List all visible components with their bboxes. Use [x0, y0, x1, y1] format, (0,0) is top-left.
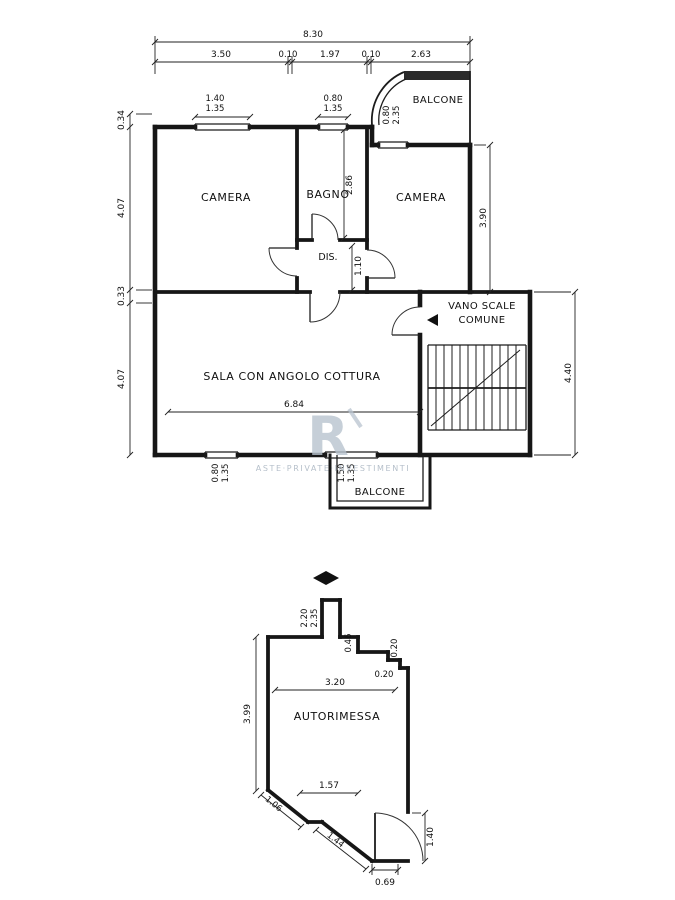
watermark: R ASTE·PRIVATE·INVESTIMENTI — [256, 405, 410, 473]
dim-garage-slant-right: 1.44 — [325, 831, 346, 851]
entry-arrow-icon — [427, 314, 438, 326]
dim-seg-3: 1.97 — [320, 50, 340, 60]
dim-dis-width: 1.10 — [354, 256, 364, 276]
dim-left-2: 4.07 — [117, 198, 127, 218]
dim-garage-top-a: 2.20 — [300, 609, 310, 628]
room-label-vano-scale-1: VANO SCALE — [448, 301, 516, 312]
stairs — [427, 344, 527, 431]
dim-door-bottom-a: 1.50 — [337, 464, 347, 483]
room-label-camera-right: CAMERA — [396, 191, 446, 204]
dim-seg-1: 3.50 — [211, 50, 231, 60]
watermark-logo-accent — [347, 407, 363, 429]
dim-door-bottom-b: 1.35 — [347, 464, 357, 483]
dim-right-upper: 3.90 — [479, 208, 489, 228]
garage-walls — [265, 598, 410, 864]
dim-garage-door-stub: 0.69 — [375, 878, 395, 888]
dim-window-bagno-a: 0.80 — [324, 94, 343, 104]
dim-garage-slant-left: 1.06 — [263, 795, 284, 815]
watermark-logo: R — [307, 405, 349, 468]
garage-door — [374, 812, 424, 862]
garage-dimension-lines — [252, 633, 429, 875]
dim-garage-top-b: 2.35 — [310, 609, 320, 628]
room-label-balcone-top: BALCONE — [413, 95, 464, 106]
dim-window-left-a: 1.40 — [206, 94, 225, 104]
dim-right-lower: 4.40 — [564, 363, 574, 383]
dim-door-balcone-a: 0.80 — [382, 106, 392, 125]
balcony-bottom — [328, 453, 432, 510]
balcony-top — [370, 71, 471, 145]
dim-window-left-b: 1.35 — [206, 104, 225, 114]
dim-seg-4: 0.10 — [362, 50, 381, 60]
floor-exterior-walls — [152, 124, 533, 458]
floor-interior-walls — [153, 125, 532, 294]
dim-total-width: 8.30 — [303, 30, 323, 40]
dim-door-balcone-b: 2.35 — [392, 106, 402, 125]
dim-garage-step-a: 0.46 — [344, 634, 354, 653]
orientation-symbol-icon — [313, 571, 339, 585]
room-label-balcone-bottom: BALCONE — [355, 487, 406, 498]
room-label-dis: DIS. — [318, 252, 337, 263]
floor-doors — [268, 213, 421, 336]
dim-garage-step-b: 0.20 — [390, 639, 400, 658]
dim-garage-depth: 3.99 — [243, 704, 253, 724]
garage-plan: AUTORIMESSA 2.20 2.35 0.46 0.20 0.20 3.2… — [243, 598, 436, 888]
room-label-bagno: BAGNO — [306, 188, 349, 201]
floor-dimension-lines — [126, 36, 579, 459]
dim-left-3: 0.33 — [117, 286, 127, 306]
room-label-autorimessa: AUTORIMESSA — [294, 710, 381, 723]
dim-sala-width: 6.84 — [284, 400, 304, 410]
dim-window-bottom-a: 0.80 — [211, 464, 221, 483]
dim-bagno-depth: 2.86 — [345, 175, 355, 195]
room-label-camera-left: CAMERA — [201, 191, 251, 204]
floor-plan: CAMERA BAGNO CAMERA DIS. SALA CON ANGOLO… — [117, 30, 579, 510]
dim-left-4: 4.07 — [117, 369, 127, 389]
dim-left-1: 0.34 — [117, 110, 127, 130]
dim-seg-2: 0.10 — [279, 50, 298, 60]
dim-window-bagno-b: 1.35 — [324, 104, 343, 114]
watermark-caption: ASTE·PRIVATE·INVESTIMENTI — [256, 464, 410, 473]
dim-garage-bottom-inner: 1.57 — [319, 781, 339, 791]
dim-garage-door-side: 1.40 — [426, 827, 436, 847]
room-label-vano-scale-2: COMUNE — [459, 315, 506, 326]
room-label-sala: SALA CON ANGOLO COTTURA — [203, 370, 380, 383]
dim-garage-step-c: 0.20 — [375, 670, 394, 680]
dim-window-bottom-b: 1.35 — [221, 464, 231, 483]
dim-seg-5: 2.63 — [411, 50, 431, 60]
floor-windows — [194, 123, 409, 459]
dim-garage-width: 3.20 — [325, 678, 345, 688]
